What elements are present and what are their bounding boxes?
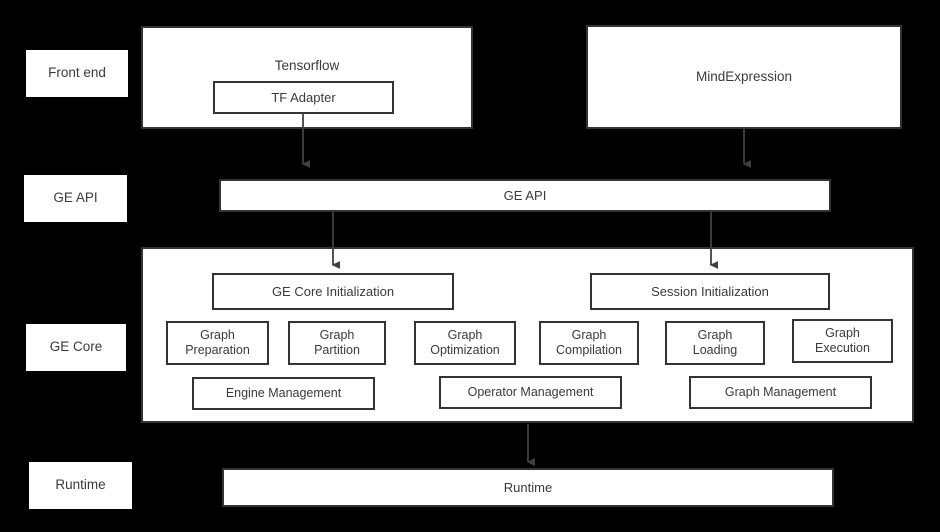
manager-operator-management[interactable]: Operator Management <box>439 376 622 409</box>
lane-label-ge-core: GE Core <box>26 324 126 371</box>
ge-core-initialization-box[interactable]: GE Core Initialization <box>212 273 454 310</box>
lane-label-ge-api: GE API <box>24 175 127 222</box>
runtime-bar-label: Runtime <box>503 479 553 495</box>
lane-label-front-end: Front end <box>26 50 128 97</box>
lane-label-runtime-text: Runtime <box>55 477 106 493</box>
manager-engine-management-label: Engine Management <box>225 385 342 400</box>
mindexpression-box[interactable]: MindExpression <box>586 25 902 129</box>
tf-adapter-label: TF Adapter <box>271 89 336 105</box>
session-initialization-label: Session Initialization <box>651 283 769 299</box>
runtime-bar[interactable]: Runtime <box>222 468 834 507</box>
manager-graph-management-label: Graph Management <box>724 384 837 399</box>
manager-operator-management-label: Operator Management <box>467 384 594 399</box>
ge-api-bar[interactable]: GE API <box>219 179 831 212</box>
tf-adapter-box[interactable]: TF Adapter <box>213 81 394 114</box>
lane-label-ge-api-text: GE API <box>53 190 98 206</box>
lane-label-ge-core-text: GE Core <box>49 339 103 355</box>
lane-label-runtime: Runtime <box>29 462 132 509</box>
mindexpression-label: MindExpression <box>695 68 793 84</box>
ge-core-initialization-label: GE Core Initialization <box>271 283 395 299</box>
lane-label-front-end-text: Front end <box>48 65 106 81</box>
tensorflow-title: Tensorflow <box>274 58 340 73</box>
manager-graph-management[interactable]: Graph Management <box>689 376 872 409</box>
manager-engine-management[interactable]: Engine Management <box>192 377 375 410</box>
session-initialization-box[interactable]: Session Initialization <box>590 273 830 310</box>
ge-api-bar-label: GE API <box>503 187 547 203</box>
